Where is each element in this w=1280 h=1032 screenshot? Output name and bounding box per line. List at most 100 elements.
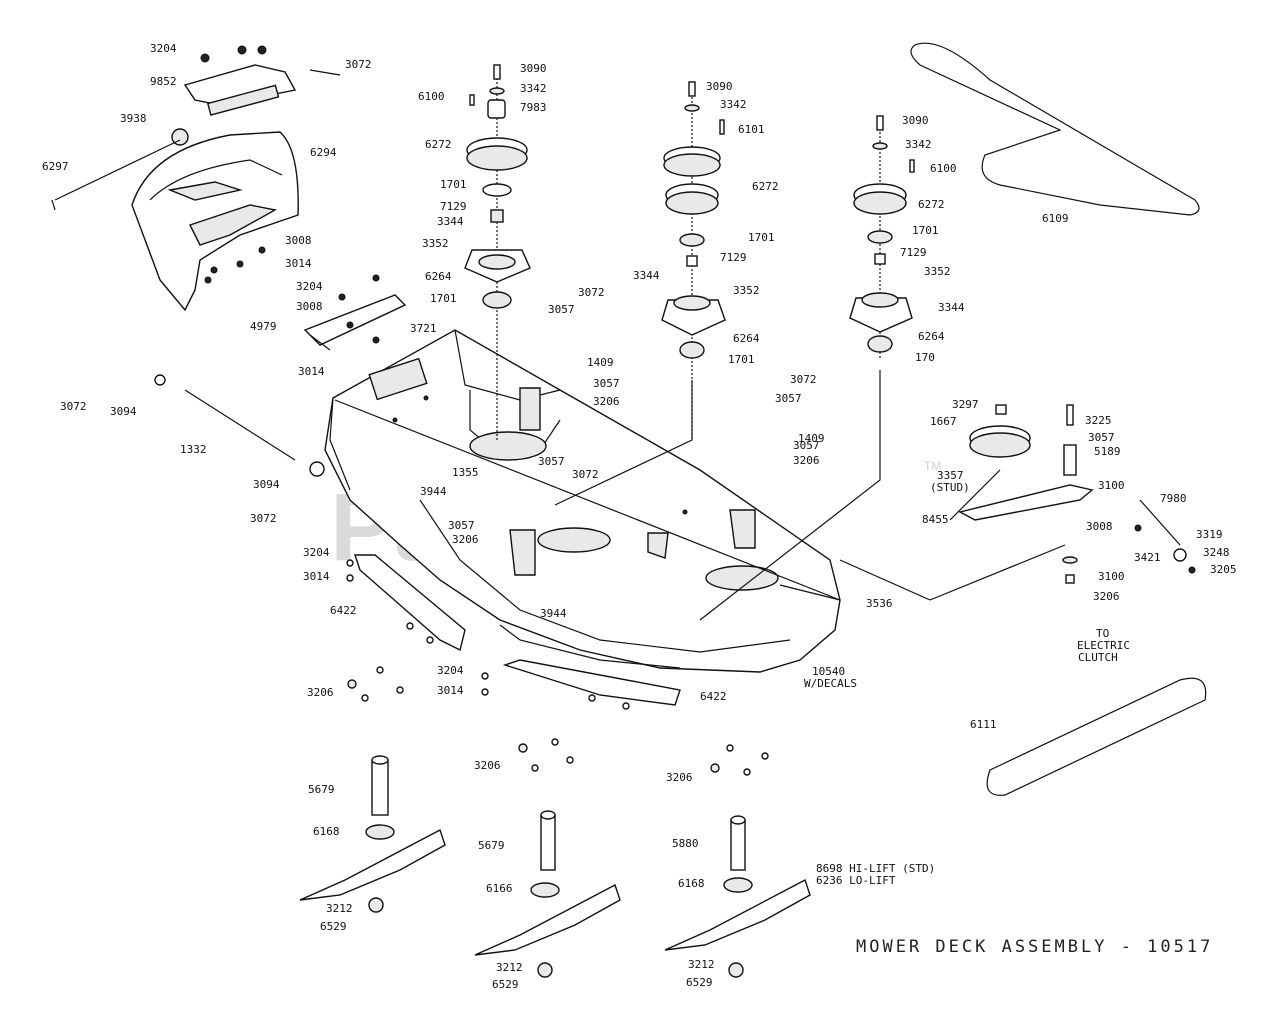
label-3225: 3225: [1085, 414, 1112, 427]
label-6529: 6529: [686, 976, 713, 989]
label-3205: 3205: [1210, 563, 1237, 576]
label-5679: 5679: [478, 839, 505, 852]
bracket-9852: [183, 45, 341, 116]
label-3344: 3344: [633, 269, 660, 282]
label-3014: 3014: [298, 365, 325, 378]
blade-center: [474, 810, 621, 978]
idler-arm-assembly: [958, 404, 1196, 584]
label-6529: 6529: [492, 978, 519, 991]
label-3344: 3344: [437, 215, 464, 228]
label-3206: 3206: [793, 454, 820, 467]
label-1332: 1332: [180, 443, 207, 456]
label-3206: 3206: [474, 759, 501, 772]
label-3008: 3008: [1086, 520, 1113, 533]
label-6168: 6168: [678, 877, 705, 890]
hardware-nuts: [346, 559, 769, 776]
label-3090: 3090: [902, 114, 929, 127]
label-3944: 3944: [420, 485, 447, 498]
label-9852: 9852: [150, 75, 177, 88]
label-3352: 3352: [422, 237, 449, 250]
label-6272: 6272: [425, 138, 452, 151]
center-spindle-stack: [661, 81, 726, 440]
label-1701: 1701: [728, 353, 755, 366]
label-6529: 6529: [320, 920, 347, 933]
label-1701: 1701: [748, 231, 775, 244]
label-6236-lo-lift: 6236 LO-LIFT: [816, 874, 896, 887]
label-6166: 6166: [486, 882, 513, 895]
blade-left: [299, 755, 446, 913]
label-3057: 3057: [538, 455, 565, 468]
label-3536: 3536: [866, 597, 893, 610]
label-3248: 3248: [1203, 546, 1230, 559]
deck-housing: [324, 329, 841, 673]
label-3352: 3352: [924, 265, 951, 278]
label-3100: 3100: [1098, 479, 1125, 492]
label-170: 170: [915, 351, 935, 364]
label-3297: 3297: [952, 398, 979, 411]
label-3212: 3212: [326, 902, 353, 915]
label-1701: 1701: [440, 178, 467, 191]
belt-6111: [986, 677, 1207, 796]
label-1701: 1701: [430, 292, 457, 305]
label-electric: ELECTRIC: [1077, 639, 1130, 652]
label-3212: 3212: [688, 958, 715, 971]
label-1409: 1409: [798, 432, 825, 445]
label-3014: 3014: [285, 257, 312, 270]
label-3342: 3342: [720, 98, 747, 111]
label-6272: 6272: [752, 180, 779, 193]
label-3072: 3072: [60, 400, 87, 413]
baffle-6422-bottom: [502, 659, 681, 706]
label-3008: 3008: [285, 234, 312, 247]
label-5679: 5679: [308, 783, 335, 796]
label-8455: 8455: [922, 513, 949, 526]
label-w-decals: W/DECALS: [804, 677, 857, 690]
diagram-title: MOWER DECK ASSEMBLY - 10517: [856, 937, 1213, 957]
label-1355: 1355: [452, 466, 479, 479]
label-3319: 3319: [1196, 528, 1223, 541]
spring-rod-assembly: [51, 128, 189, 211]
blade-right: [664, 815, 811, 978]
label-6297: 6297: [42, 160, 69, 173]
label-7980: 7980: [1160, 492, 1187, 505]
belt-cover: [131, 131, 299, 312]
label-1667: 1667: [930, 415, 957, 428]
label-1701: 1701: [912, 224, 939, 237]
label-3204: 3204: [303, 546, 330, 559]
label-3206: 3206: [1093, 590, 1120, 603]
label-3057: 3057: [1088, 431, 1115, 444]
label-3057: 3057: [793, 439, 820, 452]
label-stud: (STUD): [930, 481, 970, 494]
label-7983: 7983: [520, 101, 547, 114]
label-6109: 6109: [1042, 212, 1069, 225]
label-3352: 3352: [733, 284, 760, 297]
label-1409: 1409: [587, 356, 614, 369]
label-8698-hi-lift: 8698 HI-LIFT (STD): [816, 862, 935, 875]
label-to: TO: [1096, 627, 1109, 640]
label-6272: 6272: [918, 198, 945, 211]
label-3094: 3094: [253, 478, 280, 491]
label-3206: 3206: [666, 771, 693, 784]
baffle-6422-left: [354, 554, 466, 652]
label-3342: 3342: [905, 138, 932, 151]
label-3072: 3072: [578, 286, 605, 299]
label-3204: 3204: [437, 664, 464, 677]
label-6264: 6264: [425, 270, 452, 283]
label-3072: 3072: [572, 468, 599, 481]
label-4979: 4979: [250, 320, 277, 333]
label-3944: 3944: [540, 607, 567, 620]
label-3090: 3090: [520, 62, 547, 75]
label-3206: 3206: [307, 686, 334, 699]
label-3072: 3072: [250, 512, 277, 525]
label-3204: 3204: [296, 280, 323, 293]
label-10540: 10540: [812, 665, 845, 678]
label-6264: 6264: [918, 330, 945, 343]
label-5880: 5880: [672, 837, 699, 850]
right-spindle-stack: [849, 115, 915, 360]
label-3421: 3421: [1134, 551, 1161, 564]
label-3014: 3014: [437, 684, 464, 697]
label-3014: 3014: [303, 570, 330, 583]
bracket-4979: [303, 274, 407, 351]
label-3344: 3344: [938, 301, 965, 314]
label-6422: 6422: [330, 604, 357, 617]
label-3057: 3057: [593, 377, 620, 390]
